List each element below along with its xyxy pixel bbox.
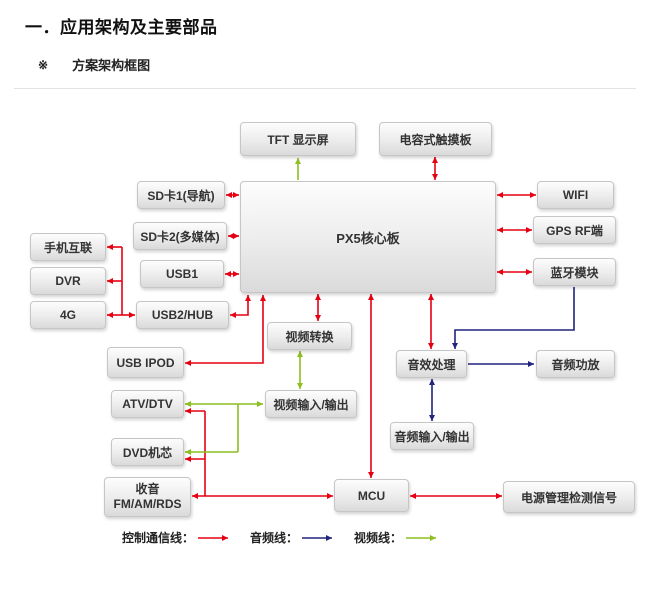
node-label: GPS RF端 — [546, 223, 603, 238]
node-usb2-hub: USB2/HUB — [136, 301, 229, 329]
node-label: USB1 — [165, 267, 198, 281]
node-capacitive-touch-panel: 电容式触摸板 — [379, 122, 492, 156]
node-label: DVD机芯 — [122, 445, 173, 460]
node-label: USB IPOD — [116, 355, 175, 370]
node-label: 音效处理 — [407, 357, 456, 372]
node-label: SD卡1(导航) — [147, 188, 215, 203]
node-label: 音频输入/输出 — [394, 429, 470, 444]
node-dvr: DVR — [30, 267, 106, 295]
legend: 控制通信线： 音频线： 视频线： — [122, 529, 444, 546]
node-audio-amplifier: 音频功放 — [536, 350, 615, 378]
node-label: 蓝牙模块 — [550, 265, 599, 280]
node-sd-card-1-nav: SD卡1(导航) — [137, 181, 225, 209]
node-bluetooth-module: 蓝牙模块 — [533, 258, 616, 286]
node-label: PX5核心板 — [336, 230, 400, 246]
legend-label-video: 视频线： — [354, 531, 403, 545]
node-label: DVR — [55, 274, 81, 288]
node-label: WIFI — [562, 188, 589, 202]
node-video-in-out: 视频输入/输出 — [265, 390, 357, 418]
page-title: 一．应用架构及主要部品 — [25, 18, 218, 37]
node-label-line2: FM/AM/RDS — [113, 497, 182, 511]
node-sd-card-2-multimedia: SD卡2(多媒体) — [133, 222, 227, 250]
node-tft-display: TFT 显示屏 — [240, 122, 356, 156]
header-divider — [14, 88, 636, 89]
node-label: 视频输入/输出 — [273, 397, 349, 412]
legend-label-audio: 音频线： — [250, 531, 299, 545]
node-label: ATV/DTV — [122, 397, 173, 411]
node-4g: 4G — [30, 301, 106, 329]
reference-mark-icon: ※ — [38, 57, 49, 72]
node-label-line1: 收音 — [135, 482, 160, 496]
node-audio-in-out: 音频输入/输出 — [390, 422, 474, 450]
node-label: 4G — [59, 308, 76, 322]
node-label: SD卡2(多媒体) — [140, 229, 220, 244]
node-dvd-mechanism: DVD机芯 — [111, 438, 184, 466]
legend-item-video-line: 视频线： — [354, 529, 444, 546]
node-label: 视频转换 — [285, 329, 334, 344]
node-label: 电源管理检测信号 — [520, 490, 617, 505]
node-mcu: MCU — [334, 479, 409, 512]
wire-bluetooth-audioproc — [452, 287, 575, 349]
node-label: 音频功放 — [551, 357, 600, 372]
subtitle-text: 方案架构框图 — [72, 58, 151, 73]
node-label: MCU — [357, 488, 386, 503]
node-px5-core-board: PX5核心板 — [240, 181, 496, 293]
node-label: USB2/HUB — [151, 308, 214, 322]
node-power-mgmt-signal: 电源管理检测信号 — [503, 481, 635, 513]
audio-line-arrow-icon — [302, 534, 333, 541]
legend-item-control-line: 控制通信线： — [122, 529, 236, 546]
node-atv-dtv: ATV/DTV — [111, 390, 184, 418]
legend-label-control: 控制通信线： — [122, 531, 195, 545]
legend-item-audio-line: 音频线： — [250, 529, 340, 546]
node-label: 手机互联 — [43, 240, 92, 255]
node-video-conversion: 视频转换 — [267, 322, 352, 350]
control-line-arrow-icon — [198, 534, 229, 541]
node-label: TFT 显示屏 — [267, 132, 329, 147]
node-audio-processing: 音效处理 — [396, 350, 467, 378]
node-wifi: WIFI — [537, 181, 614, 209]
node-phone-link: 手机互联 — [30, 233, 106, 261]
node-usb1: USB1 — [140, 260, 224, 288]
page-subtitle: ※ 方案架构框图 — [38, 55, 150, 74]
wire-usb2-px5 — [230, 295, 251, 318]
video-line-arrow-icon — [406, 534, 437, 541]
node-label: 电容式触摸板 — [399, 132, 472, 147]
node-radio-fm-am-rds: 收音 FM/AM/RDS — [104, 477, 191, 517]
node-gps-rf: GPS RF端 — [533, 216, 616, 244]
node-usb-ipod: USB IPOD — [107, 347, 184, 378]
